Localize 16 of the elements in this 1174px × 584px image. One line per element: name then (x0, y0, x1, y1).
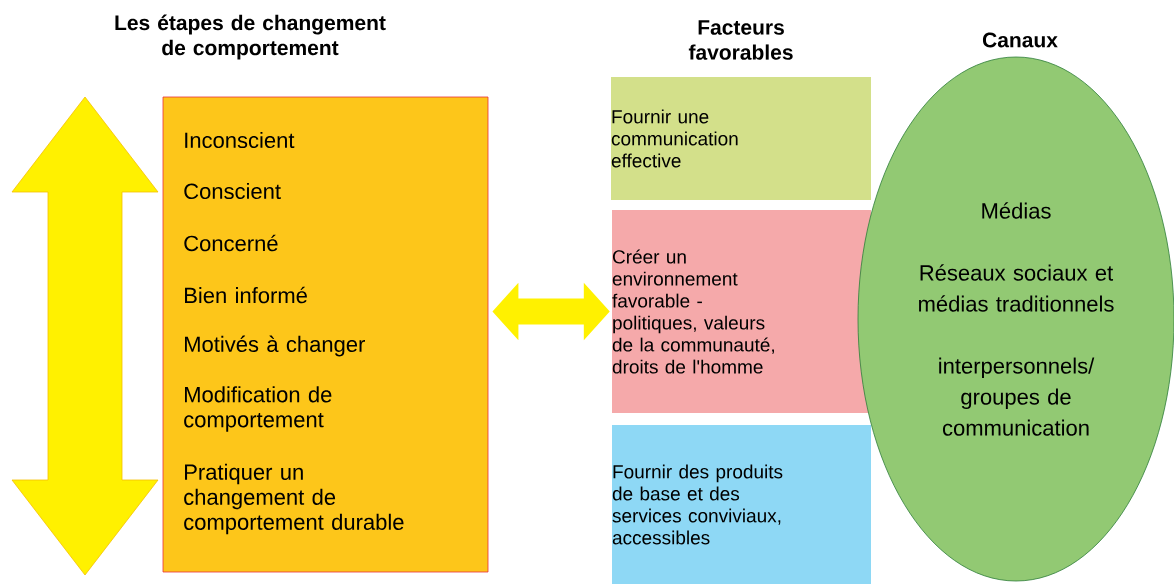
channel-ellipse (857, 56, 1174, 582)
stage-label: Inconscient (185, 131, 295, 149)
stage-box (162, 96, 489, 573)
column-heading: Les étapes de changement de comportement (115, 14, 386, 60)
factor-box: Fournir des produits de base et des services conviviaux, accessibles (612, 425, 871, 584)
factor-box: Créer un environnement favorable - politiques, valeurs de la communauté, droits de l'homme (612, 210, 871, 413)
channel-label: interpersonnels/ groupes de communication (939, 357, 1095, 436)
stage-label: Bien informé (185, 286, 307, 304)
factor-box: Fournir une communication effective (611, 77, 871, 200)
stage-label: Motivés à changer (185, 335, 365, 357)
channel-label: Médias (982, 202, 1051, 219)
stage-label: Pratiquer un changement de comportement durable (184, 463, 404, 535)
stage-label: Concerné (184, 234, 278, 252)
channel-label: Réseaux sociaux et médias traditionnels (919, 264, 1114, 312)
stage-label: Modification de comportement (184, 386, 332, 432)
stage-label: Conscient (184, 182, 281, 200)
